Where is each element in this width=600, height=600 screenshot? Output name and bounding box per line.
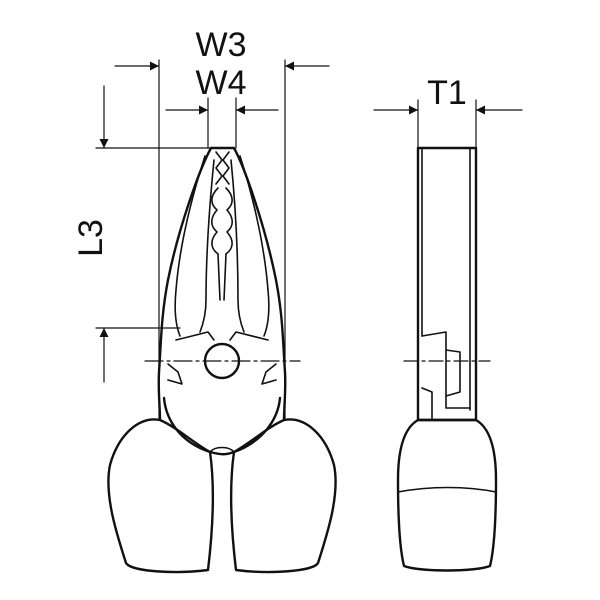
l3-label: L3: [72, 219, 110, 257]
w3-label: W3: [196, 26, 247, 64]
side-handle-band: [397, 486, 497, 493]
handle-center-gap: [209, 446, 235, 453]
front-view: [107, 146, 337, 574]
side-joint: [421, 331, 471, 421]
t1-label: T1: [427, 74, 467, 112]
side-view: [396, 146, 498, 572]
jaw-inner-left: [199, 159, 215, 333]
pipe-grip-section: [210, 187, 234, 255]
jaw-inner-right: [230, 159, 245, 333]
jaw-outer-left: [174, 155, 206, 337]
shoulder-right: [229, 331, 269, 341]
pivot-housing: [162, 396, 282, 456]
cutter-edge: [217, 253, 227, 301]
left-handle-grip: [107, 418, 214, 574]
right-handle-grip: [230, 418, 337, 574]
pliers-head-outline: [157, 146, 287, 422]
jaw-outer-right: [239, 155, 270, 337]
side-head-outline: [416, 146, 478, 422]
jaw-serration-tip: [215, 151, 230, 185]
side-handle-grip: [396, 418, 498, 572]
side-notch-right: [261, 363, 277, 385]
shoulder-left: [175, 331, 215, 341]
side-notch-left: [167, 363, 183, 385]
w4-label: W4: [196, 64, 247, 102]
